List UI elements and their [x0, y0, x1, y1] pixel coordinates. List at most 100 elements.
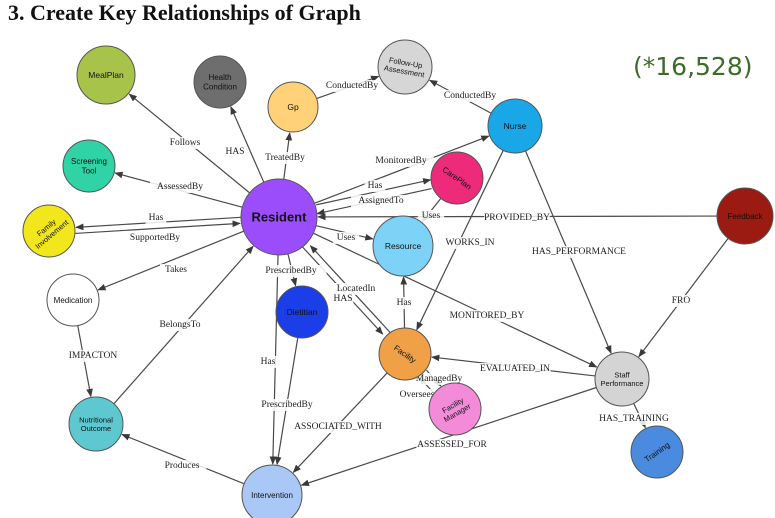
node-circle: [193, 55, 247, 109]
edge-label-background: [598, 413, 670, 425]
node-medication[interactable]: Medication: [46, 273, 100, 327]
edge-label-background: [332, 232, 360, 244]
node-circle: [428, 382, 482, 436]
edge-label: MONITORED_BY: [450, 311, 525, 321]
edge-label-background: [332, 293, 354, 305]
edge-label-background: [392, 389, 442, 401]
node-facility[interactable]: Facility: [378, 327, 432, 381]
node-circle: [241, 464, 303, 518]
node-label: Feedback: [727, 212, 763, 221]
edge-label-background: [411, 373, 467, 385]
node-resource[interactable]: Resource: [372, 215, 434, 277]
edge-label: Uses: [337, 233, 356, 243]
edge-label: IMPACTON: [69, 351, 118, 361]
node-nurse[interactable]: Nurse: [487, 98, 543, 154]
edge-label-background: [368, 155, 434, 167]
node-circle: [716, 187, 774, 245]
edge-label: Takes: [165, 265, 187, 275]
node-circle: [62, 139, 116, 193]
node-circle: [378, 327, 432, 381]
node-circle: [372, 215, 434, 277]
edge-resident-to-careplan: [315, 178, 432, 206]
edge-label: PROVIDED_BY: [484, 213, 550, 223]
edge-resident-to-health: [230, 105, 265, 183]
edge-label-background: [364, 180, 386, 192]
edge-label: Has: [261, 357, 276, 367]
edge-label-background: [122, 232, 188, 244]
node-circle: [46, 273, 100, 327]
edge-label-background: [257, 152, 313, 164]
edge-label: HAS_TRAINING: [599, 414, 669, 424]
node-label: Dietitian: [287, 307, 318, 317]
edge-label-background: [251, 399, 323, 411]
edge-label: AssessedBy: [157, 182, 203, 192]
node-label: Nurse: [504, 121, 527, 131]
edge-label-background: [393, 297, 415, 309]
edge-label: Has: [397, 298, 412, 308]
node-gp[interactable]: Gp: [267, 81, 319, 133]
edge-label-background: [257, 356, 279, 368]
edge-label: Has: [368, 181, 383, 191]
edge-label-background: [437, 90, 503, 102]
node-followup[interactable]: Follow-UpAssessment: [377, 39, 433, 95]
edge-label: Has: [149, 213, 164, 223]
node-label: Gp: [287, 102, 299, 112]
edge-label: Follows: [170, 138, 201, 148]
edge-resident-to-staff: [313, 232, 598, 368]
edge-label-background: [163, 137, 207, 149]
edge-labels-layer: FollowsHASTreatedByConductedByConductedB…: [68, 80, 692, 472]
node-training[interactable]: Training: [630, 425, 684, 479]
edge-label: EVALUATED_IN: [480, 364, 550, 374]
node-feedback[interactable]: Feedback: [716, 187, 774, 245]
node-careplan[interactable]: CarePlan: [430, 151, 484, 205]
edge-label: HAS: [225, 147, 244, 157]
node-circle: [430, 151, 484, 205]
edge-label-background: [535, 246, 623, 258]
edge-label-background: [484, 212, 550, 224]
node-intervention[interactable]: Intervention: [241, 464, 303, 518]
edge-label: Uses: [422, 211, 441, 221]
node-label: Resident: [252, 210, 308, 225]
edge-label-background: [319, 80, 385, 92]
node-mealplan[interactable]: MealPlan: [76, 45, 136, 105]
node-circle: [240, 178, 318, 256]
edge-label-background: [150, 181, 210, 193]
edge-label-background: [152, 319, 208, 331]
edge-label-background: [328, 283, 384, 295]
node-facmgr[interactable]: FacilityManager: [428, 382, 482, 436]
edge-label: TreatedBy: [265, 153, 305, 163]
edge-label: Oversees: [400, 390, 435, 400]
edge-label: FRO: [672, 296, 691, 306]
node-circle: [630, 425, 684, 479]
edge-label: ConductedBy: [326, 81, 378, 91]
node-count: (*16,528): [633, 52, 753, 81]
edge-label: WORKS_IN: [445, 238, 494, 248]
edge-label-background: [294, 421, 382, 433]
edge-label: LocatedIn: [337, 284, 376, 294]
edge-label: ASSOCIATED_WITH: [294, 422, 382, 432]
node-circle: [487, 98, 543, 154]
edge-intervention-to-nutrition: [121, 433, 245, 485]
node-label: Intervention: [251, 491, 293, 500]
edge-resident-to-nurse: [314, 135, 490, 204]
edge-label: PrescribedBy: [265, 266, 316, 276]
node-resident[interactable]: Resident: [240, 178, 318, 256]
node-family[interactable]: FamilyInvolvement: [22, 204, 76, 258]
edge-label: PrescribedBy: [261, 400, 312, 410]
node-label: Resource: [385, 241, 422, 251]
slide-heading: 3. Create Key Relationships of Graph: [8, 0, 361, 25]
node-circle: [68, 396, 124, 452]
edge-label: MonitoredBy: [375, 156, 426, 166]
edge-label: HAS_PERFORMANCE: [532, 247, 626, 257]
edge-label-background: [451, 310, 523, 322]
node-dietitian[interactable]: Dietitian: [275, 285, 329, 339]
edge-label: HAS: [333, 294, 352, 304]
